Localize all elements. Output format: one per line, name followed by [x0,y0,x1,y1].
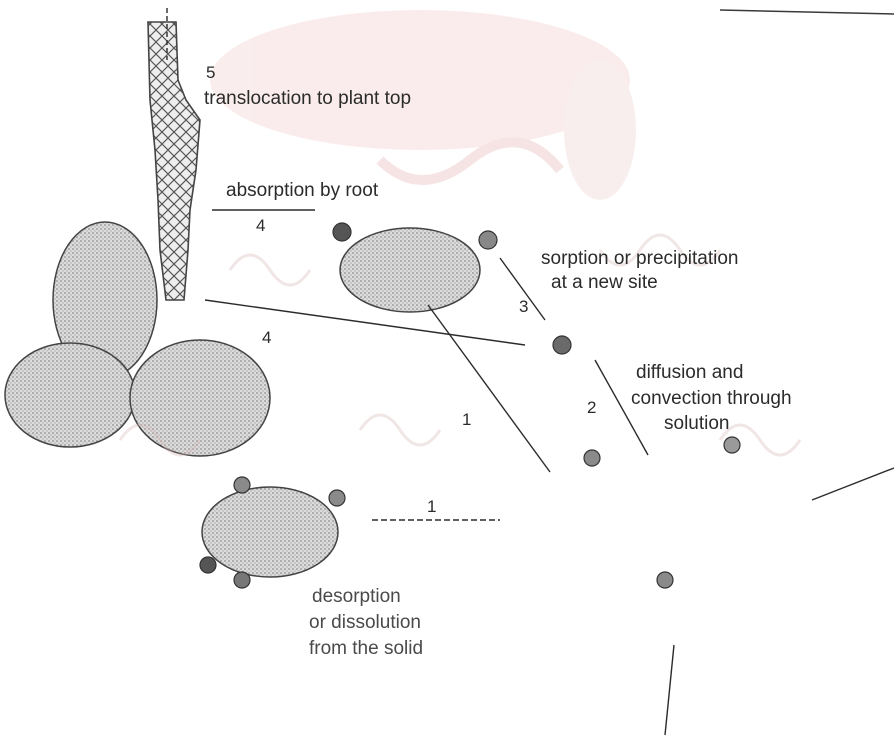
step-4-number-upper: 4 [256,216,265,236]
desorption-label-line1: desorption [312,586,401,608]
ion [553,336,571,354]
ion [724,437,740,453]
desorption-label-line3: from the solid [309,638,423,660]
desorption-label-line2: or dissolution [309,612,421,634]
ion [657,572,673,588]
ion [234,477,250,493]
ion [479,231,497,249]
step-4-number-lower: 4 [262,328,271,348]
step-1-number-return: 1 [462,410,471,430]
diffusion-label-line2: convection through [631,388,792,410]
ion [234,572,250,588]
step-3-number: 3 [519,297,528,317]
soil-particle-sorption-site [340,228,480,312]
step-1-number-desorption: 1 [427,497,436,517]
sorption-label-line1: sorption or precipitation [541,248,739,270]
ion [584,450,600,466]
diffusion-label-line1: diffusion and [636,362,743,384]
diffusion-label-line3: solution [664,413,730,435]
ion [333,223,351,241]
corner-line [720,10,894,14]
ion [329,490,345,506]
outflow-arrow-right [812,468,894,500]
outflow-arrow-down [665,645,674,735]
step-2-number: 2 [587,398,596,418]
absorption-arrow-lower [205,300,525,345]
absorption-label: absorption by root [226,180,378,202]
soil-particle-bottom-middle [130,340,270,456]
translocation-label: translocation to plant top [204,88,411,110]
soil-particle-bottom-left [5,343,135,447]
step-5-number: 5 [206,63,215,83]
sorption-label-line2: at a new site [551,272,658,294]
soil-particle-source [202,487,338,577]
ion [200,557,216,573]
root [148,8,200,300]
return-arrow [428,305,550,472]
